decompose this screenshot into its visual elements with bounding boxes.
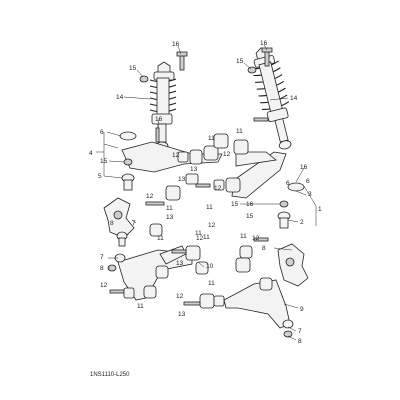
callout-shock-left: 14 [116, 94, 124, 101]
callout-lower-bush-j: 11 [206, 204, 213, 211]
shock-absorber-left [149, 61, 177, 151]
upper-arm-right-rear [235, 151, 277, 167]
callout-lower-bush-h: 11 [203, 234, 210, 241]
bushes-upper-left [145, 117, 269, 206]
callout-nut-top-right: 15 [236, 58, 244, 65]
callout-lower-bush-e: 11 [195, 230, 202, 237]
callout-lower-bolt-d: 12 [196, 235, 204, 242]
lower-ball-right [282, 319, 294, 338]
bushes-lower-left [109, 223, 209, 299]
callout-upper-arm-right: 3 [308, 191, 312, 198]
callout-nut-mid-right: 15 [231, 201, 239, 208]
callout-washer-left: 7 [100, 254, 104, 261]
callout-nut-mid-left: 15 [100, 158, 108, 165]
callout-mid-bolt-left: 16 [155, 116, 163, 123]
bushes-lower-right [183, 237, 273, 309]
lower-arm-right [223, 279, 291, 329]
callout-nut-top-left: 15 [129, 65, 137, 72]
callout-lower-bolt-c: 12 [146, 193, 154, 200]
ring-right [287, 182, 305, 192]
mid-bolt-left [155, 127, 160, 143]
callout-lower-bush-g: 11 [208, 280, 215, 287]
nut-top-left [139, 75, 149, 83]
callout-ring-left: 6 [100, 129, 104, 136]
figure-code: 1NS1110-L250 [90, 372, 130, 378]
nut-mid-left [123, 158, 133, 166]
callout-collar-upper-a: 13 [178, 176, 186, 183]
leader-lines [96, 44, 317, 341]
callout-lower-bush-c: 11 [166, 205, 173, 212]
bushes-upper-right [195, 139, 249, 193]
callout-bolt-top-left: 16 [172, 41, 180, 48]
nut-mid-right [279, 200, 289, 208]
callout-washer-knuckle: 7 [132, 220, 136, 227]
callout-bolt-upper-arm-a: 12 [172, 152, 180, 159]
callout-shock-right: 14 [290, 95, 298, 102]
callout-arm-group-right: 1 [318, 206, 322, 213]
callout-nut-lower-right: 8 [298, 338, 302, 345]
callout-knuckle-left: 8 [110, 220, 114, 227]
upper-arm-right [231, 151, 287, 199]
ring-left [119, 131, 137, 141]
callout-lower-arm-left: 10 [206, 263, 214, 270]
callout-ring-k: 6 [286, 180, 290, 187]
callout-upper-bolt-i: 12 [252, 235, 260, 242]
bolt-top-left [176, 51, 188, 71]
callout-lower-bush-d: 11 [157, 235, 164, 242]
callout-upper-bush-i: 11 [240, 233, 247, 240]
callout-lower-bush-f: 11 [137, 303, 144, 310]
callout-lower-collar-c: 13 [166, 214, 174, 221]
shock-absorber-right [251, 47, 292, 150]
callout-ring-right: 6 [306, 178, 310, 185]
callout-lower-collar-d: 13 [176, 260, 184, 267]
callout-nut-k: 15 [246, 213, 254, 220]
knuckle-left-balljoint [116, 231, 128, 247]
callout-mid-bolt-right: 16 [300, 164, 308, 171]
callout-knuckle-right: 8 [262, 245, 266, 252]
callout-lower-bolt-e: 12 [208, 222, 216, 229]
callout-mid-bolt-k: 16 [246, 201, 254, 208]
callout-bolt-top-right: 16 [260, 40, 268, 47]
callout-lower-bolt-f: 12 [100, 282, 108, 289]
callout-nut-lower-left: 8 [100, 265, 104, 272]
callout-bracket-group-left: 4 [89, 150, 93, 157]
nut-top-right [247, 66, 257, 74]
callout-lower-arm-right: 9 [300, 306, 304, 313]
callout-balljoint-right: 2 [300, 219, 304, 226]
upper-arm-left [121, 141, 223, 173]
callout-lower-bolt-g: 12 [176, 293, 184, 300]
callout-bolt-upper-arm-b: 12 [223, 151, 231, 158]
callout-balljoint-left: 5 [98, 173, 102, 180]
balljoint-right [277, 211, 291, 229]
callout-washer-right: 7 [298, 328, 302, 335]
callout-lower-collar-g: 13 [178, 311, 186, 318]
callout-bush-upper-a: 11 [208, 135, 215, 142]
callout-bush-upper-b: 11 [236, 128, 243, 135]
callout-collar-upper-b: 13 [190, 166, 198, 173]
callout-labels: 16 15 14 16 15 14 16 6 4 15 5 12 13 11 1… [89, 40, 322, 345]
balljoint-left [121, 173, 135, 191]
callout-lower-bolt-j: 12 [214, 185, 222, 192]
